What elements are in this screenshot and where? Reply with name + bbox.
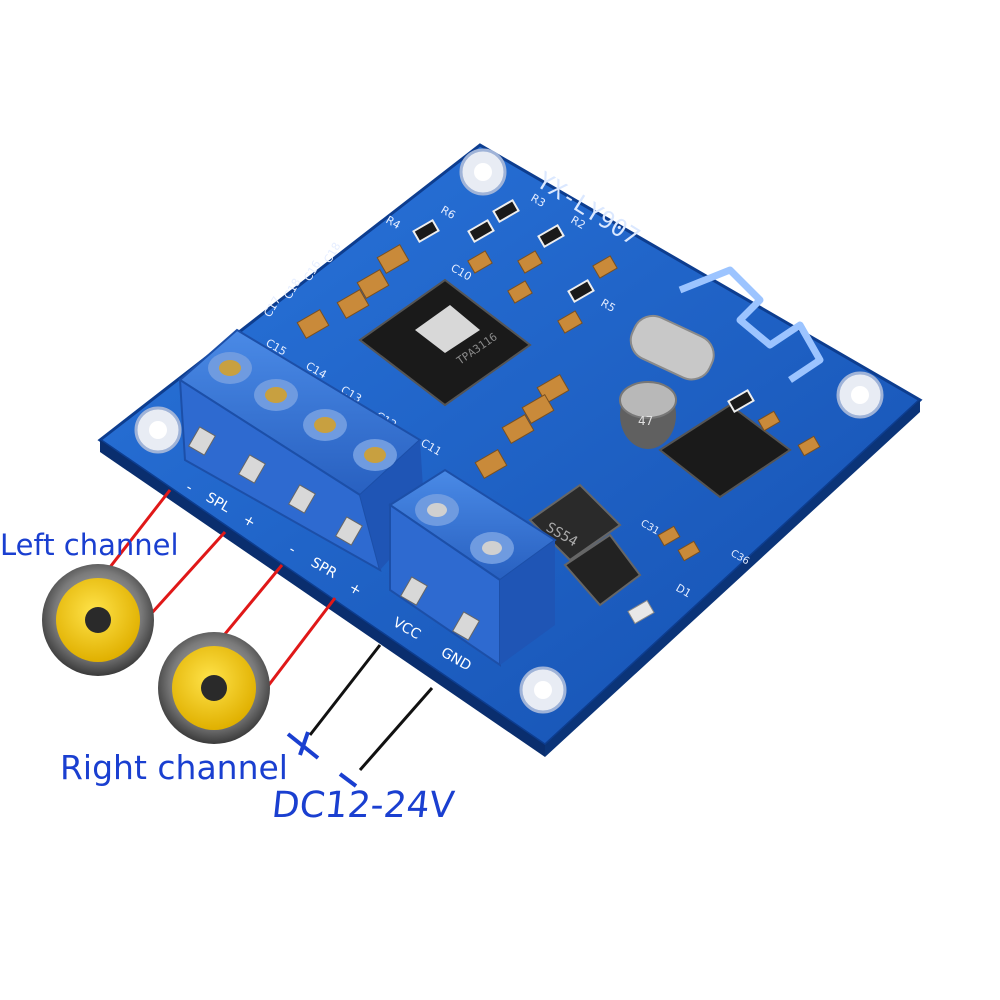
mounting-hole-top [459,148,507,196]
left-channel-caption: Left channel [0,528,179,562]
silkscreen-label: R2 [569,213,588,232]
power-voltage-caption: DC12-24V [269,785,457,826]
terminal-screw [415,494,459,526]
terminal-clamp [238,454,266,484]
wire-right-minus [218,564,284,641]
wire-left-minus [98,489,172,581]
smd-resistors [412,198,755,414]
wire-right-plus [263,597,337,691]
terminal-screw [303,409,347,441]
wire-vcc [308,644,382,736]
wire-gnd [358,687,434,771]
terminal-clamp [188,426,216,456]
mounting-hole-left [134,406,182,454]
right-speaker-icon [158,632,270,744]
silkscreen-label: R6 [439,203,458,222]
plus-sign-icon [286,731,320,760]
terminal-screw [254,379,298,411]
pcb-board: YX-LY907 TPA3116 47 SS54 [97,143,923,757]
terminal-clamp [400,576,428,606]
terminal-clamp [452,611,480,641]
bluetooth-chip [658,403,792,499]
terminal-screw [208,352,252,384]
mounting-hole-right [836,371,884,419]
silkscreen-label: R5 [599,296,618,315]
smd-capacitors [296,244,821,562]
electrolytic-capacitor: 47 [619,381,677,449]
terminal-screw [353,439,397,471]
terminal-clamp [288,484,316,514]
regulator-chip [563,533,642,607]
terminal-screw [470,532,514,564]
speaker-wires [98,489,337,691]
minus-sign-icon [338,772,358,788]
right-channel-caption: Right channel [60,748,288,787]
led-indicator [627,599,655,625]
antenna-trace [678,266,824,383]
left-speaker-icon [42,564,154,676]
power-wires [308,644,434,771]
terminal-clamp [335,516,363,546]
crystal-oscillator [629,314,715,381]
amplifier-chip: TPA3116 [358,278,532,407]
mounting-hole-bottom [519,666,567,714]
silkscreen-label: R4 [384,213,403,232]
capacitor-mark: 47 [638,414,653,428]
power-terminal-block [388,468,557,667]
silkscreen-label: R3 [529,191,548,210]
wire-left-plus [148,530,227,617]
